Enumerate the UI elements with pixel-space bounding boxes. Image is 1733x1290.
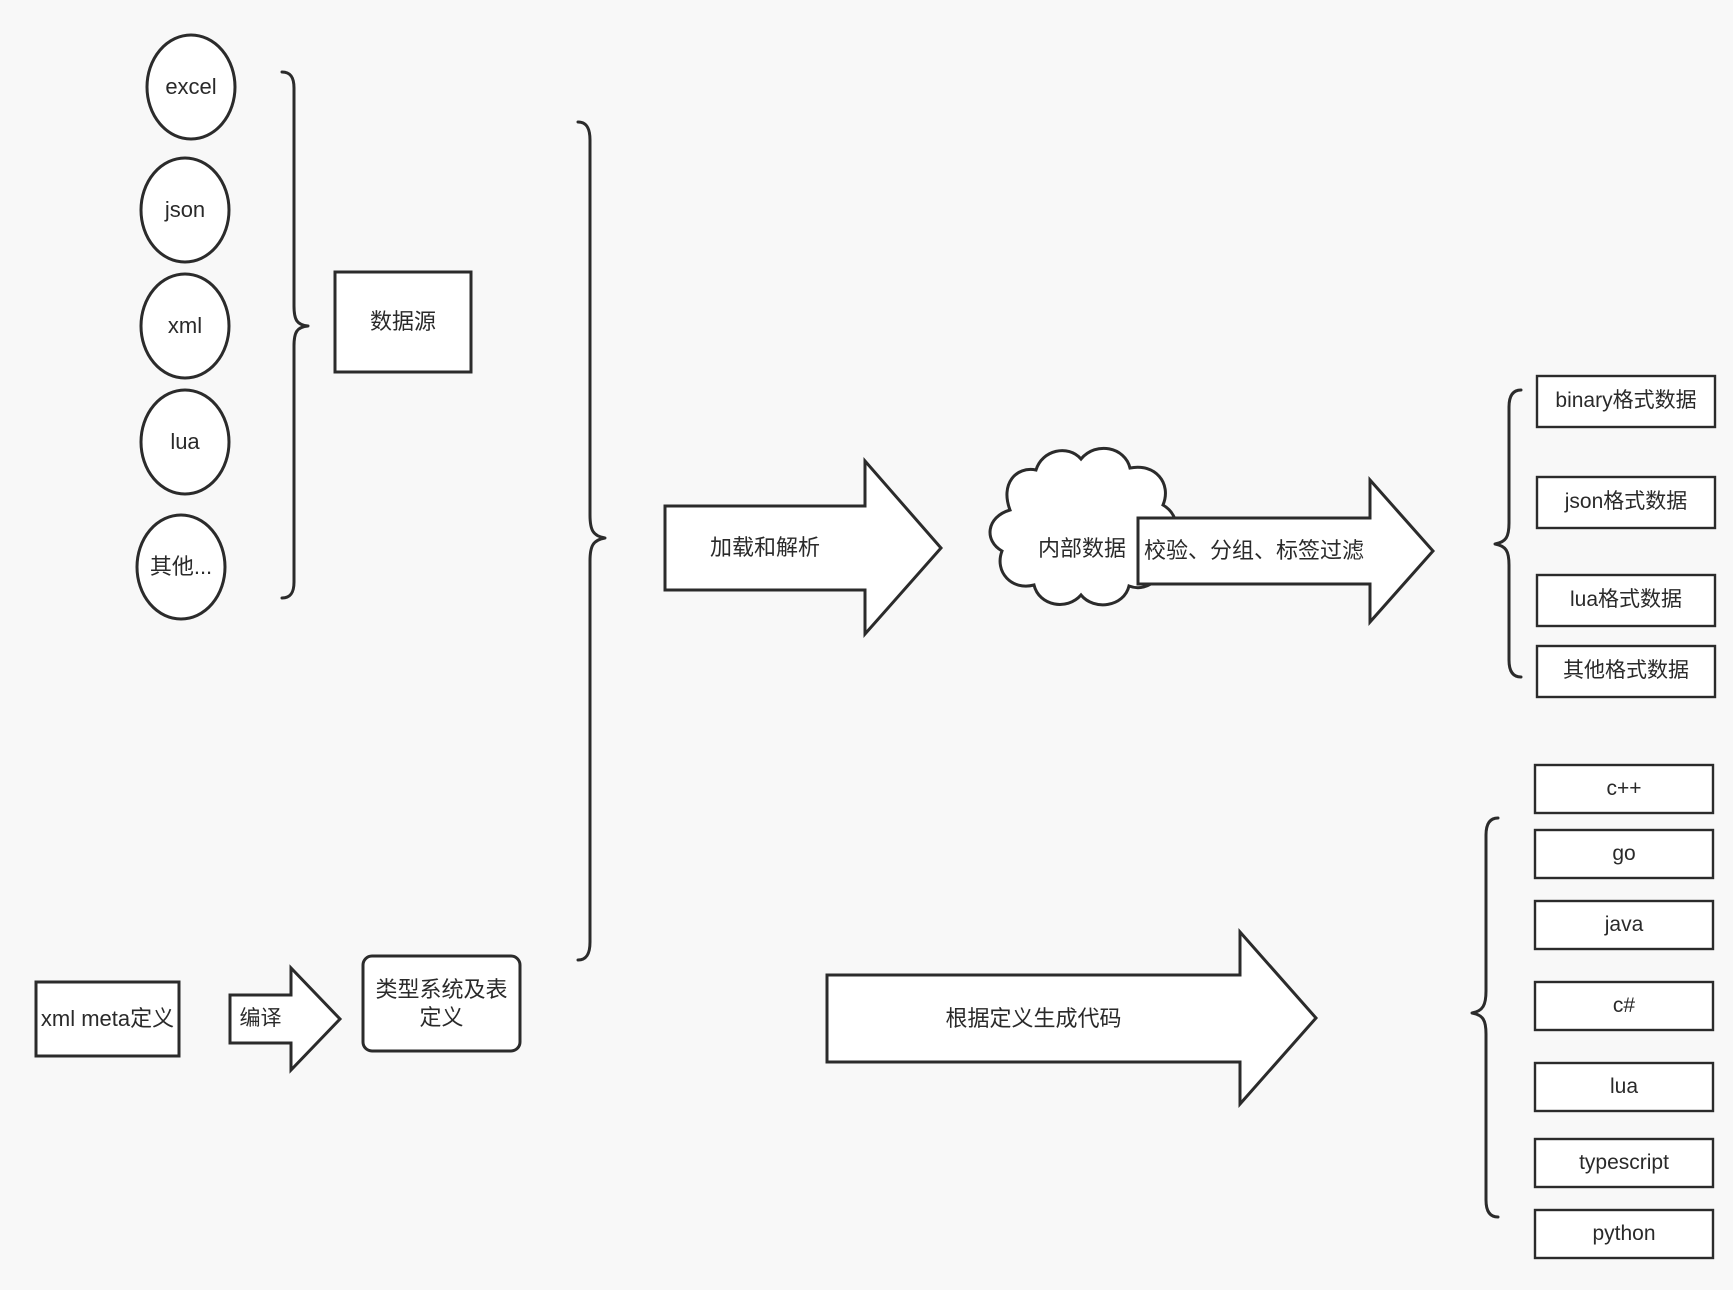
language-box-typescript[interactable] bbox=[1533, 1137, 1715, 1189]
format-box-lua[interactable] bbox=[1535, 573, 1717, 628]
sources-brace bbox=[280, 70, 310, 600]
language-box-lua[interactable] bbox=[1533, 1061, 1715, 1113]
type-system-box[interactable] bbox=[361, 954, 522, 1053]
load-parse-arrow[interactable] bbox=[663, 457, 943, 638]
source-ellipse-other[interactable] bbox=[135, 513, 227, 621]
format-box-other[interactable] bbox=[1535, 644, 1717, 699]
compile-arrow[interactable] bbox=[228, 964, 343, 1074]
language-box-go[interactable] bbox=[1533, 828, 1715, 880]
language-box-python[interactable] bbox=[1533, 1208, 1715, 1260]
output-formats-brace bbox=[1493, 388, 1523, 679]
format-box-json[interactable] bbox=[1535, 475, 1717, 530]
validate-group-filter-arrow[interactable] bbox=[1136, 476, 1436, 626]
data-source-box[interactable] bbox=[333, 270, 473, 374]
source-ellipse-json[interactable] bbox=[139, 156, 231, 264]
source-ellipse-lua[interactable] bbox=[139, 388, 231, 496]
codegen-arrow[interactable] bbox=[825, 928, 1319, 1108]
output-languages-brace bbox=[1470, 816, 1500, 1219]
format-box-binary[interactable] bbox=[1535, 374, 1717, 429]
language-box-java[interactable] bbox=[1533, 899, 1715, 951]
source-ellipse-excel[interactable] bbox=[145, 33, 237, 141]
language-box-csharp[interactable] bbox=[1533, 980, 1715, 1032]
pipeline-input-brace bbox=[576, 120, 607, 962]
source-ellipse-xml[interactable] bbox=[139, 272, 231, 380]
xml-meta-box[interactable] bbox=[34, 980, 181, 1058]
language-box-cpp[interactable] bbox=[1533, 763, 1715, 815]
